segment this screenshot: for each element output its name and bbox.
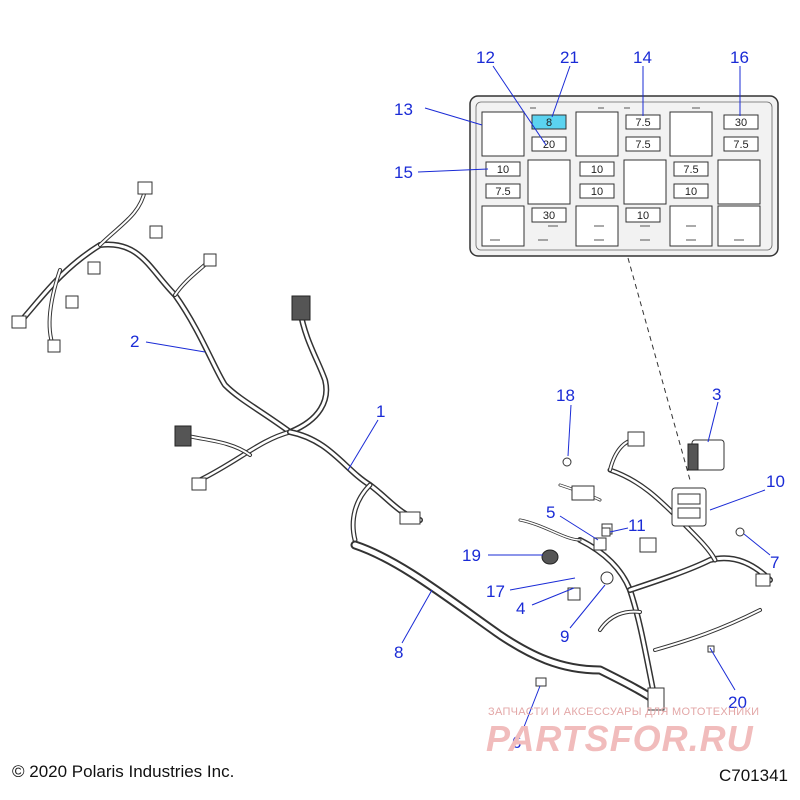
- callout-labels: 1 2 3 4 5 6 7 8 9 10 11 12 13 14 15 16 1…: [130, 48, 785, 752]
- fuse-box-inner: [475, 101, 773, 251]
- callout-1: 1: [376, 402, 385, 421]
- clip-part: [601, 527, 611, 537]
- connector: [47, 339, 61, 353]
- callout-5: 5: [546, 503, 555, 522]
- part-number: C701341: [718, 766, 788, 785]
- relay-block-part: [687, 439, 725, 471]
- fuse-box-inset: 8 20 7.5 7.5 30 7.5 10 7.5: [469, 95, 779, 257]
- connectors: [11, 181, 771, 711]
- callout-9: 9: [560, 627, 569, 646]
- relay-slot: [481, 111, 525, 157]
- svg-text:20: 20: [543, 139, 555, 151]
- callout-11: 11: [628, 516, 646, 535]
- callout-10: 10: [766, 472, 785, 491]
- svg-text:10: 10: [685, 186, 697, 198]
- connector: [11, 315, 27, 329]
- svg-text:10: 10: [591, 186, 603, 198]
- fuse: 7.5: [673, 161, 709, 177]
- relay-slot: [717, 159, 761, 205]
- fuse: 8: [531, 114, 567, 130]
- svg-text:7.5: 7.5: [495, 186, 510, 198]
- relay-slot: [481, 205, 525, 247]
- svg-text:8: 8: [546, 117, 552, 129]
- callout-12: 12: [476, 48, 495, 67]
- connector: [639, 537, 657, 553]
- svg-text:30: 30: [735, 117, 747, 129]
- svg-text:30: 30: [543, 210, 555, 222]
- callout-2: 2: [130, 332, 139, 351]
- fuse: 7.5: [625, 114, 661, 130]
- connector: [87, 261, 101, 275]
- svg-text:7.5: 7.5: [635, 117, 650, 129]
- fuse: 7.5: [625, 136, 661, 152]
- fuse: 7.5: [485, 183, 521, 199]
- fuse: 10: [579, 183, 615, 199]
- relay-slot: [669, 111, 713, 157]
- callout-7: 7: [770, 553, 779, 572]
- ring-part: [600, 571, 614, 585]
- callout-21: 21: [560, 48, 579, 67]
- fuse: 20: [531, 136, 567, 152]
- connector: [149, 225, 163, 239]
- callout-20: 20: [728, 693, 747, 712]
- callout-18: 18: [556, 386, 575, 405]
- svg-text:10: 10: [591, 164, 603, 176]
- fastener-part: [562, 457, 572, 467]
- fuse: 30: [531, 207, 567, 223]
- callout-8: 8: [394, 643, 403, 662]
- fuse: 10: [579, 161, 615, 177]
- callout-13: 13: [394, 100, 413, 119]
- svg-text:10: 10: [497, 164, 509, 176]
- connector: [755, 573, 771, 587]
- callout-6: 6: [512, 733, 521, 752]
- fuse: 10: [625, 207, 661, 223]
- grommet-part: [541, 549, 559, 565]
- connector: [593, 537, 607, 551]
- connector: [174, 425, 192, 447]
- connector: [535, 677, 547, 687]
- copyright-text: © 2020 Polaris Industries Inc.: [12, 762, 235, 781]
- connector: [65, 295, 79, 309]
- empty-fuse-slots: [490, 107, 744, 241]
- fuse: 10: [673, 183, 709, 199]
- fuse-box-part: [671, 487, 707, 527]
- connector: [647, 687, 665, 711]
- svg-text:7.5: 7.5: [683, 164, 698, 176]
- callout-4: 4: [516, 599, 525, 618]
- callout-17: 17: [486, 582, 505, 601]
- connector: [571, 485, 595, 501]
- connector: [291, 295, 311, 321]
- connector: [399, 511, 421, 525]
- callout-15: 15: [394, 163, 413, 182]
- callout-14: 14: [633, 48, 652, 67]
- connector: [627, 431, 645, 447]
- leader-lines: [145, 65, 771, 733]
- connector: [203, 253, 217, 267]
- relay-slot: [575, 111, 619, 157]
- callout-16: 16: [730, 48, 749, 67]
- clip-part: [735, 527, 745, 537]
- callout-3: 3: [712, 385, 721, 404]
- fuse: 7.5: [723, 136, 759, 152]
- inset-leader-dashed: [627, 257, 691, 481]
- svg-text:7.5: 7.5: [635, 139, 650, 151]
- fuse: 10: [485, 161, 521, 177]
- main-harness: [17, 188, 773, 705]
- callout-19: 19: [462, 546, 481, 565]
- relay-slot: [527, 159, 571, 205]
- connector: [137, 181, 153, 195]
- relay-slot: [717, 205, 761, 247]
- watermark-tagline: ЗАПЧАСТИ И АКСЕССУАРЫ ДЛЯ МОТОТЕХНИКИ: [488, 706, 760, 718]
- watermark-logo: PARTSFOR.RU: [486, 718, 754, 759]
- svg-text:10: 10: [637, 210, 649, 222]
- fuse: 30: [723, 114, 759, 130]
- connector: [191, 477, 207, 491]
- relay-slot: [623, 159, 667, 205]
- svg-text:7.5: 7.5: [733, 139, 748, 151]
